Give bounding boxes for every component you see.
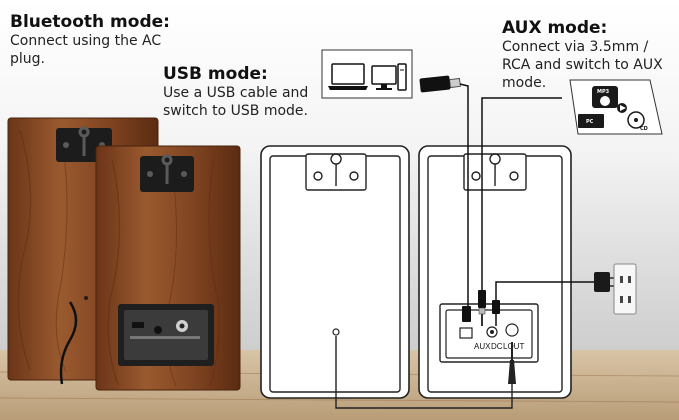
- computer-icons-box: [321, 49, 413, 99]
- port-label-aux: AUX: [474, 342, 491, 351]
- power-cord: [59, 301, 78, 385]
- mp3-player-icon: MP3: [592, 86, 618, 108]
- ac-adapter-icon: [594, 272, 616, 292]
- bluetooth-mode-text: Connect using the AC plug.: [10, 33, 162, 67]
- aux-mode-heading: AUX mode:: [502, 18, 608, 38]
- usb-plug-icon: [419, 75, 461, 93]
- pc-icon: PC: [578, 114, 604, 128]
- lout-port: [505, 323, 519, 337]
- usb-mode-text: Use a USB cable and switch to USB mode.: [163, 85, 309, 119]
- usb-mode-caption: USB mode: Use a USB cable and switch to …: [163, 64, 323, 120]
- media-badge-pc: PC: [586, 119, 594, 125]
- outline-speaker-right: AUX DC LOUT: [418, 145, 572, 399]
- wall-outlet-icon: [613, 263, 637, 315]
- speaker-link-cable: [335, 336, 513, 409]
- port-label-lout: LOUT: [503, 342, 524, 351]
- media-devices-box: MP3 PC CD: [569, 79, 663, 135]
- port-label-dc: DC: [491, 342, 503, 351]
- cd-icon: CD: [627, 111, 648, 132]
- bluetooth-mode-caption: Bluetooth mode: Connect using the AC plu…: [10, 12, 190, 68]
- laptop-icon: [328, 63, 368, 90]
- outline-speaker-left: [260, 145, 410, 399]
- aux-mode-caption: AUX mode: Connect via 3.5mm / RCA and sw…: [502, 18, 678, 92]
- bluetooth-mode-heading: Bluetooth mode:: [10, 12, 170, 32]
- usb-mode-heading: USB mode:: [163, 64, 268, 84]
- aux-cable: [481, 97, 562, 292]
- aux-cable-icon: [478, 290, 486, 326]
- desktop-computer-icon: [371, 63, 407, 91]
- media-badge-mp3: MP3: [597, 89, 610, 95]
- usb-port: [459, 327, 473, 339]
- rear-input-panel: [439, 303, 539, 363]
- wood-speaker-front: [95, 145, 241, 391]
- aux-mode-text: Connect via 3.5mm / RCA and switch to AU…: [502, 39, 663, 91]
- dc-port: [486, 326, 498, 338]
- media-badge-cd: CD: [640, 126, 648, 132]
